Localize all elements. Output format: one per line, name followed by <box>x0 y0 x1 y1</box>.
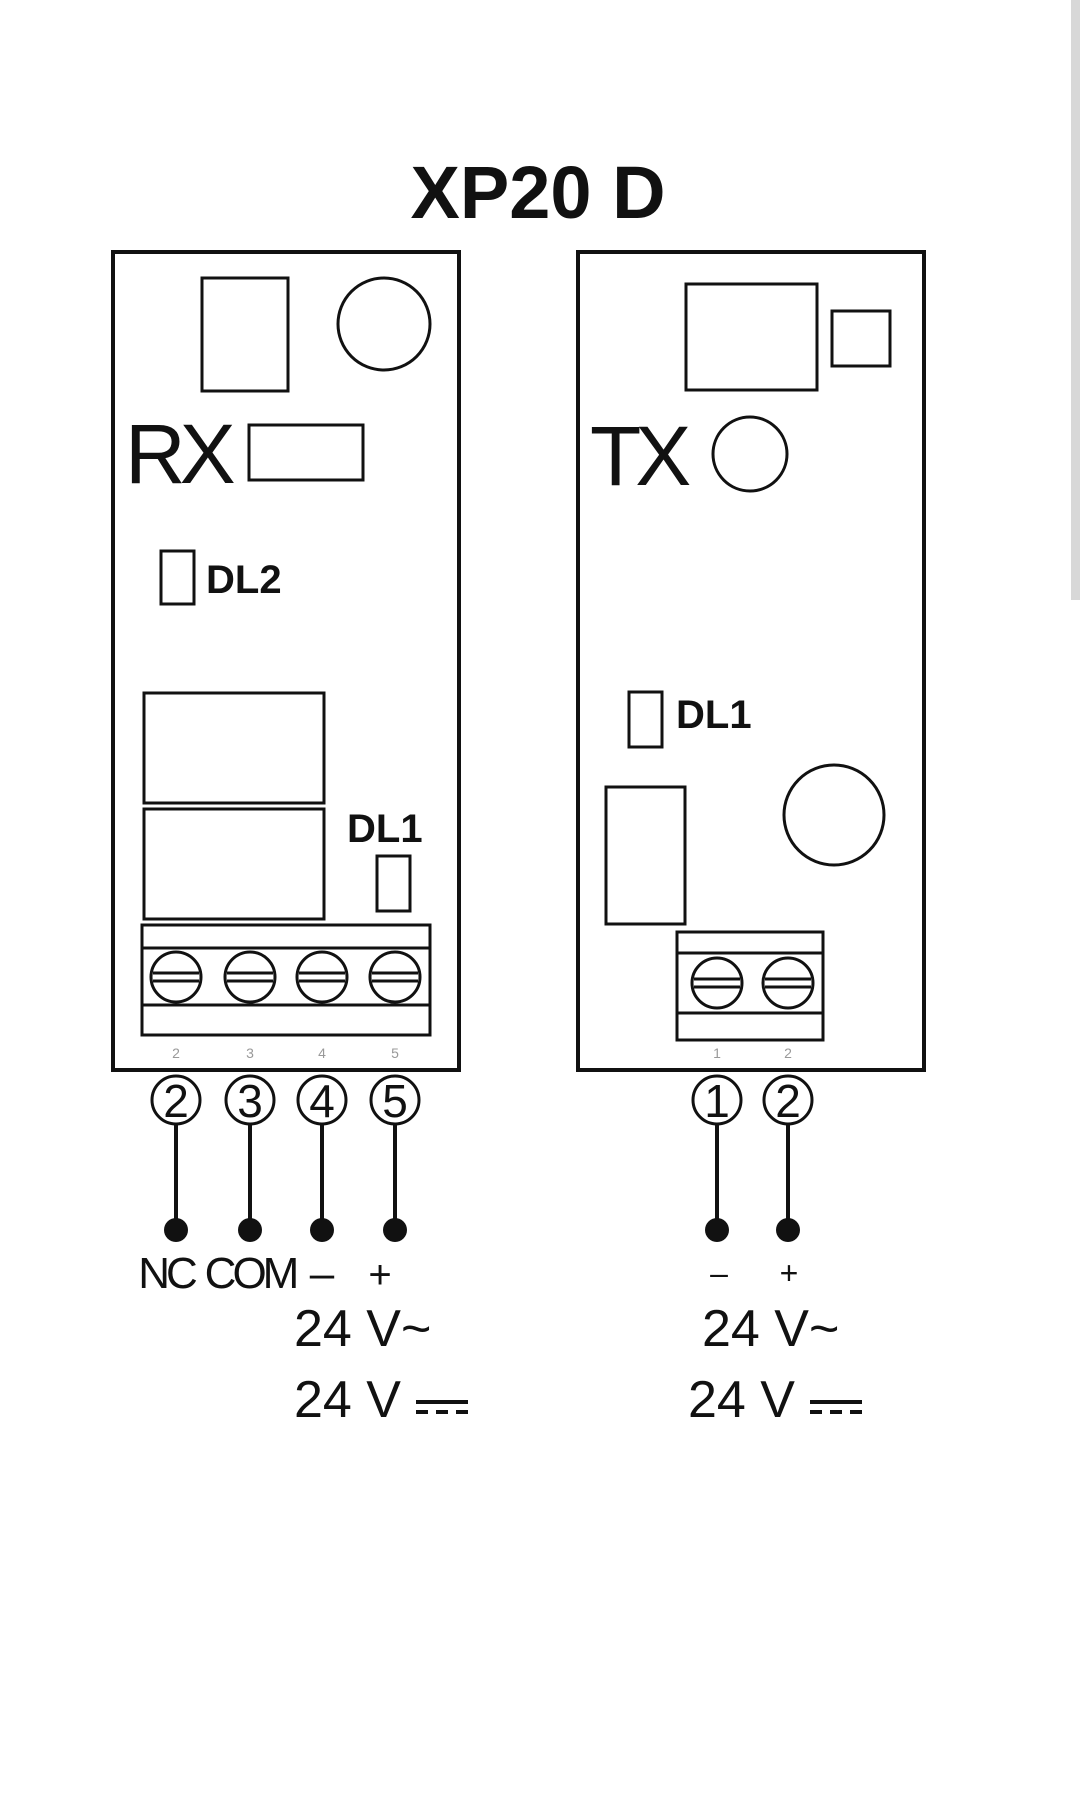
rx-terminal-number: 4 <box>309 1075 335 1127</box>
rx-screw <box>223 950 277 1004</box>
rx-component-block <box>200 276 290 393</box>
rx-relay-upper <box>142 691 326 805</box>
rx-screw <box>368 950 422 1004</box>
tx-board <box>576 250 926 1072</box>
rx-wire-dot <box>383 1218 407 1242</box>
tx-screw <box>761 956 815 1010</box>
rx-wire-label-plus: + <box>368 1253 391 1297</box>
rx-terminal-number: 3 <box>237 1075 263 1127</box>
tx-component-small <box>830 309 892 368</box>
rx-wire-label-nc: NC <box>138 1249 197 1298</box>
rx-led-dl1 <box>375 854 412 913</box>
rx-board <box>111 250 461 1072</box>
tx-dc-symbol <box>810 1400 862 1414</box>
diagram-title: XP20 D <box>410 151 665 234</box>
rx-terminal-number: 5 <box>382 1075 408 1127</box>
rx-capacitor <box>336 276 432 372</box>
tx-label: TX <box>590 409 690 503</box>
rx-terminal-number: 2 <box>163 1075 189 1127</box>
tx-led-dl1-label: DL1 <box>676 693 752 737</box>
rx-pcb-pin: 4 <box>318 1045 326 1061</box>
tx-component-tall <box>604 785 687 926</box>
rx-supply-dc: 24 V <box>294 1371 401 1429</box>
tx-screws <box>690 956 815 1010</box>
rx-terminal-block <box>140 923 432 1037</box>
rx-wire-label-com: COM <box>205 1249 297 1298</box>
tx-wire-label-minus: – <box>710 1255 728 1291</box>
rx-screw <box>295 950 349 1004</box>
tx-pcb-pin: 1 <box>713 1045 721 1061</box>
scrollbar[interactable] <box>1071 0 1080 600</box>
tx-capacitor-small <box>711 415 789 493</box>
rx-wire-dot <box>310 1218 334 1242</box>
rx-screws <box>149 950 422 1004</box>
rx-component-slot <box>247 423 365 482</box>
rx-relay-lower <box>142 807 326 921</box>
tx-terminal-number: 2 <box>775 1075 801 1127</box>
tx-terminal-number: 1 <box>704 1075 730 1127</box>
rx-led-dl1-label: DL1 <box>347 807 423 851</box>
tx-terminal-block <box>675 930 825 1042</box>
rx-screw <box>149 950 203 1004</box>
rx-pcb-pin-labels: 2 3 4 5 <box>172 1045 399 1061</box>
tx-pcb-pin-labels: 1 2 <box>713 1045 792 1061</box>
rx-supply-ac: 24 V~ <box>294 1300 431 1358</box>
tx-supply-dc: 24 V <box>688 1371 795 1429</box>
rx-wire-dot <box>164 1218 188 1242</box>
rx-board-outline <box>111 250 461 1072</box>
tx-board-outline <box>576 250 926 1072</box>
rx-label: RX <box>125 407 235 501</box>
tx-pcb-pin: 2 <box>784 1045 792 1061</box>
tx-screw <box>690 956 744 1010</box>
rx-pcb-pin: 5 <box>391 1045 399 1061</box>
tx-supply-ac: 24 V~ <box>702 1300 839 1358</box>
rx-wire-dot <box>238 1218 262 1242</box>
rx-led-dl2-label: DL2 <box>206 558 282 602</box>
tx-wire-dot <box>705 1218 729 1242</box>
tx-component-block <box>684 282 819 392</box>
tx-wire-dot <box>776 1218 800 1242</box>
rx-pcb-pin: 2 <box>172 1045 180 1061</box>
rx-dc-symbol <box>416 1400 468 1414</box>
rx-pcb-pin: 3 <box>246 1045 254 1061</box>
tx-led-dl1 <box>627 690 664 749</box>
tx-capacitor-large <box>782 763 886 867</box>
rx-wire-label-minus: – <box>310 1249 335 1298</box>
rx-led-dl2 <box>159 549 196 606</box>
tx-wire-label-plus: + <box>780 1255 799 1291</box>
